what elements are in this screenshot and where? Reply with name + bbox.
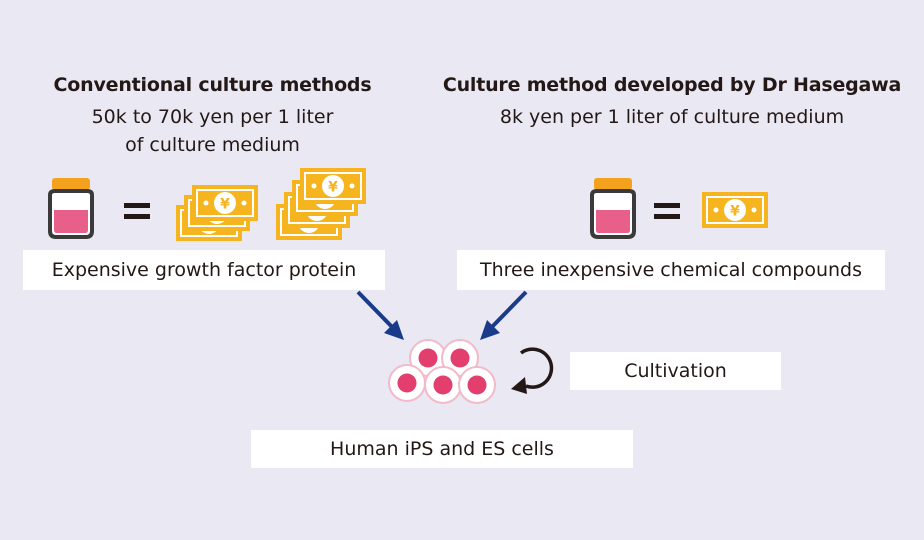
banknote-icon	[701, 191, 769, 229]
hasegawa-cost-line: 8k yen per 1 liter of culture medium	[499, 106, 845, 128]
equals-icon	[124, 203, 150, 219]
equals-icon	[654, 203, 680, 219]
cells-label: Human iPS and ES cells	[251, 430, 633, 468]
hasegawa-ingredient-label: Three inexpensive chemical compounds	[457, 250, 885, 290]
cycle-arrow-icon	[511, 347, 554, 394]
conventional-method-heading: Conventional culture methods	[53, 74, 372, 96]
cell-icon	[388, 364, 426, 402]
cell-icon	[424, 366, 462, 404]
conventional-ingredient-label: Expensive growth factor protein	[23, 250, 385, 290]
conventional-cost-line2: of culture medium	[125, 134, 300, 156]
culture-medium-jar-icon	[48, 176, 94, 239]
cell-icon	[441, 339, 479, 377]
banknote-stack-icon	[175, 184, 259, 242]
culture-medium-jar-icon	[590, 176, 636, 239]
banknote-stack-icon	[275, 167, 367, 241]
cell-icon	[458, 366, 496, 404]
cultivation-label: Cultivation	[570, 352, 781, 390]
hasegawa-method-heading: Culture method developed by Dr Hasegawa	[442, 74, 902, 96]
conventional-cost-line1: 50k to 70k yen per 1 liter	[91, 106, 334, 128]
cells-icon	[388, 339, 496, 404]
arrow-down-right-icon	[356, 290, 404, 340]
arrow-down-left-icon	[480, 290, 528, 340]
